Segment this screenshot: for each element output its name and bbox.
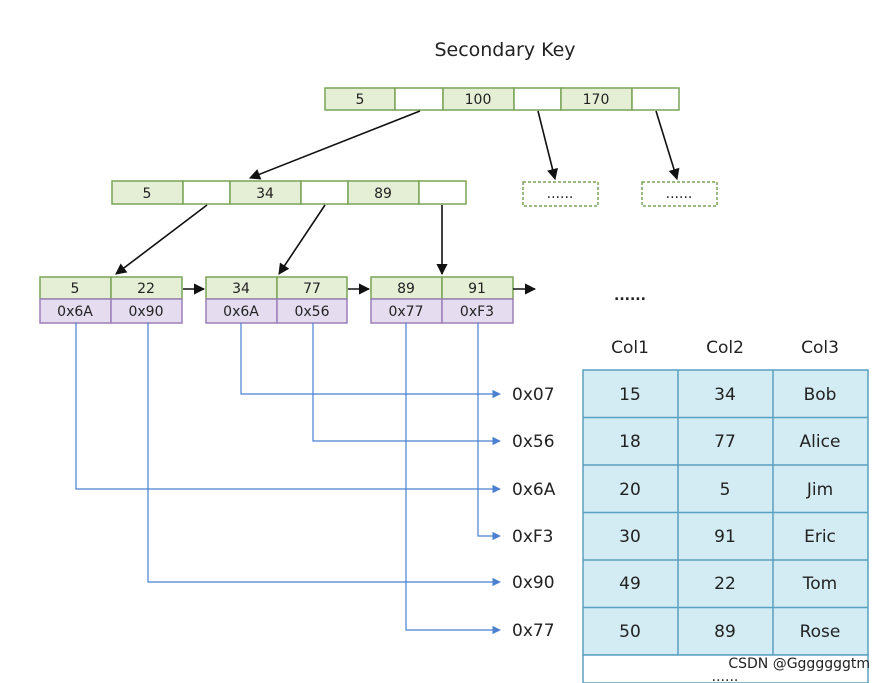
table-cell: 30 xyxy=(619,527,641,547)
table-cell: 49 xyxy=(619,574,641,594)
root-key-label: 5 xyxy=(356,92,365,108)
table-cell: Eric xyxy=(804,527,836,547)
root-to-internal-arrow xyxy=(248,110,421,180)
leaf-node: 5 22 0x6A 0x90 xyxy=(39,276,183,324)
leaf-key-label: 5 xyxy=(71,281,80,297)
root-placeholder-child: ...... xyxy=(522,181,599,207)
diagram-title: Secondary Key xyxy=(434,39,575,61)
leaf-pointer-cell xyxy=(276,298,348,324)
root-placeholder-child: ...... xyxy=(641,181,718,207)
leaf-key-label: 77 xyxy=(303,281,321,297)
tree-arrows xyxy=(115,110,680,295)
leaf-pointer-cell xyxy=(39,298,112,324)
leaf-pointer-label: 0x6A xyxy=(57,304,93,320)
connector-to-0x90 xyxy=(147,323,501,587)
table-gridlines xyxy=(583,370,868,655)
watermark: CSDN @Gggggggtm xyxy=(728,656,870,672)
root-key-label: 170 xyxy=(583,92,610,108)
pointer-connectors xyxy=(75,323,501,635)
leaf-pointer-label: 0x6A xyxy=(223,304,259,320)
root-key-label: 100 xyxy=(465,92,492,108)
row-address-label: 0x77 xyxy=(512,621,555,641)
connector-to-0x77 xyxy=(405,323,501,635)
table-cell: Rose xyxy=(800,622,841,642)
table-row: 15 34 Bob xyxy=(619,385,836,405)
internal-key-label: 89 xyxy=(374,186,392,202)
table-more-row xyxy=(582,654,869,683)
leaf-node: 89 91 0x77 0xF3 xyxy=(370,276,514,324)
table-cell: Bob xyxy=(804,385,837,405)
internal-key-label: 5 xyxy=(143,186,152,202)
leaf-pointer-cell xyxy=(110,298,183,324)
data-table: Col1 Col2 Col3 15 34 Bob 18 77 Alice 2 xyxy=(582,338,869,683)
table-cell: 89 xyxy=(714,622,736,642)
leaf-pointer-label: 0x77 xyxy=(388,304,423,320)
table-row: 30 91 Eric xyxy=(619,527,836,547)
internal-node: 5 34 89 xyxy=(111,180,467,205)
table-cell: 77 xyxy=(714,432,736,452)
table-row: 18 77 Alice xyxy=(619,432,840,452)
root-node: 5 100 170 xyxy=(324,87,680,111)
leaf-key-label: 89 xyxy=(397,281,415,297)
placeholder-ellipsis: ...... xyxy=(547,186,574,202)
leaf-pointer-label: 0x90 xyxy=(128,304,163,320)
table-cell: 50 xyxy=(619,622,641,642)
leaf-key-label: 91 xyxy=(468,281,486,297)
column-header: Col2 xyxy=(706,338,744,358)
table-cell: 20 xyxy=(619,480,641,500)
leaf-key-label: 22 xyxy=(137,281,155,297)
column-header: Col1 xyxy=(611,338,649,358)
row-address-label: 0x56 xyxy=(512,432,555,452)
row-address-label: 0xF3 xyxy=(512,527,553,547)
leaf-pointer-label: 0x56 xyxy=(294,304,329,320)
table-row: 50 89 Rose xyxy=(619,622,840,642)
connector-to-0x07 xyxy=(240,323,501,399)
internal-pointer-cell xyxy=(418,180,467,205)
connector-to-0xF3 xyxy=(477,323,501,541)
connector-to-0x56 xyxy=(312,323,501,446)
leaf-pointer-cell xyxy=(205,298,278,324)
table-cell: 18 xyxy=(619,432,641,452)
table-cell: 5 xyxy=(720,480,731,500)
root-pointer-cell xyxy=(394,87,444,111)
row-addresses: 0x07 0x56 0x6A 0xF3 0x90 0x77 xyxy=(512,385,556,641)
table-cell: 91 xyxy=(714,527,736,547)
internal-key-label: 34 xyxy=(256,186,274,202)
leaf-node: 34 77 0x6A 0x56 xyxy=(205,276,348,324)
table-row: 49 22 Tom xyxy=(619,574,837,594)
leaf-more-ellipsis: ...... xyxy=(614,288,646,304)
leaf-pointer-cell xyxy=(441,298,514,324)
root-pointer-cell xyxy=(631,87,680,111)
table-cell: 34 xyxy=(714,385,736,405)
leaf-pointer-label: 0xF3 xyxy=(460,304,494,320)
root-to-placeholder-arrow xyxy=(537,110,558,181)
row-address-label: 0x6A xyxy=(512,480,556,500)
row-address-label: 0x07 xyxy=(512,385,555,405)
connector-to-0x6A xyxy=(75,323,501,494)
internal-pointer-cell xyxy=(182,180,231,205)
column-header: Col3 xyxy=(801,338,839,358)
placeholder-ellipsis: ...... xyxy=(666,186,693,202)
table-cell: 22 xyxy=(714,574,736,594)
table-row: 20 5 Jim xyxy=(619,480,833,500)
table-cell: Tom xyxy=(802,574,837,594)
internal-to-leaf-arrow xyxy=(278,204,326,275)
root-to-placeholder-arrow xyxy=(655,110,680,181)
table-cell: Alice xyxy=(800,432,841,452)
row-address-label: 0x90 xyxy=(512,573,555,593)
table-cell: 15 xyxy=(619,385,641,405)
internal-to-leaf-arrow xyxy=(115,204,208,275)
internal-pointer-cell xyxy=(300,180,349,205)
leaf-key-label: 34 xyxy=(232,281,250,297)
root-pointer-cell xyxy=(513,87,562,111)
table-more-ellipsis: ...... xyxy=(712,669,739,683)
table-cell: Jim xyxy=(806,480,833,500)
